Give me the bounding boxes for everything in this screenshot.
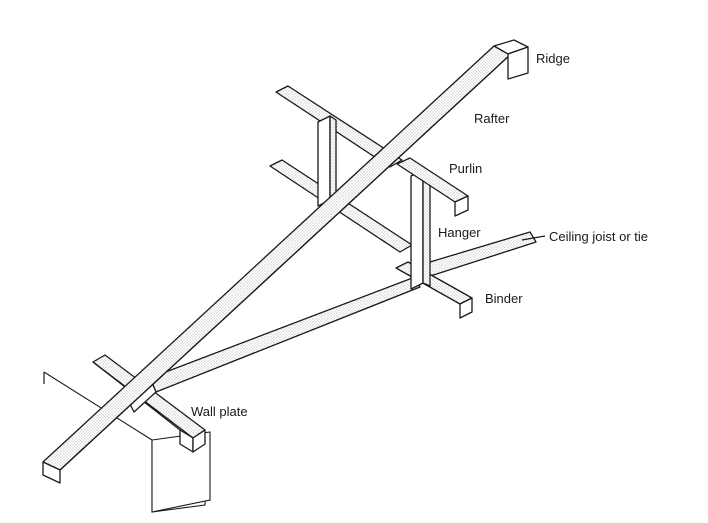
label-rafter: Rafter (474, 111, 510, 126)
label-ridge: Ridge (536, 51, 570, 66)
label-binder: Binder (485, 291, 523, 306)
wall (43, 371, 211, 513)
hanger (410, 169, 431, 290)
upper-joist (275, 85, 403, 168)
vertical-post (317, 115, 337, 207)
purlin (396, 157, 469, 217)
label-ceiling-joist: Ceiling joist or tie (549, 229, 648, 244)
label-hanger: Hanger (438, 225, 481, 240)
label-purlin: Purlin (449, 161, 483, 176)
ridge (493, 39, 529, 80)
label-wall-plate: Wall plate (191, 404, 248, 419)
leader-lines (521, 235, 546, 241)
